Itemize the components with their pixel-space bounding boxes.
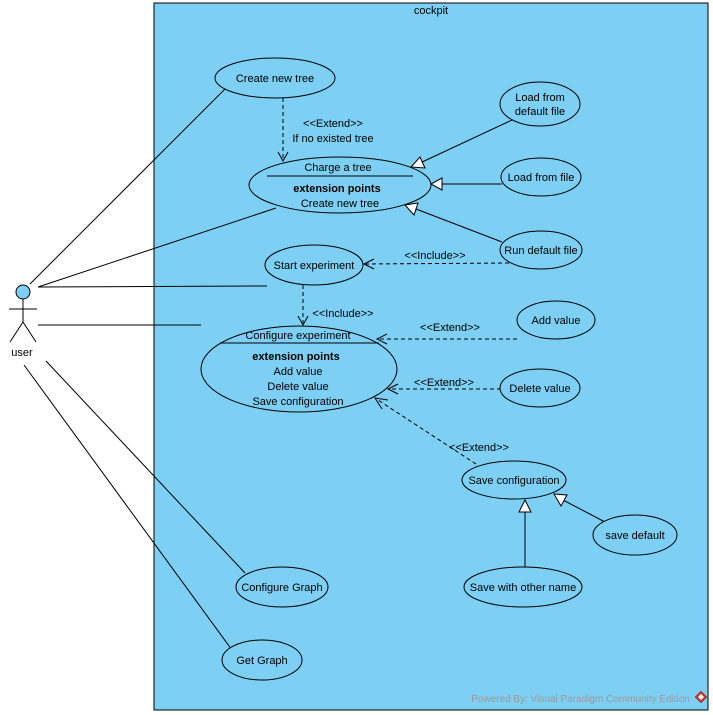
include-run-line [365,262,510,265]
svg-text:Configure Graph: Configure Graph [241,582,322,594]
gen-run-default-file [415,208,503,243]
usecase-load-from-default-file[interactable]: Load from default file [499,81,581,127]
svg-text:Run default file: Run default file [504,245,577,257]
svg-text:Create new tree: Create new tree [301,198,379,210]
svg-text:Create new tree: Create new tree [236,73,314,85]
extend-save-line [377,399,477,465]
usecase-delete-value[interactable]: Delete value [499,368,581,408]
svg-text:Save configuration: Save configuration [468,475,559,487]
usecase-configure-experiment[interactable]: Configure experiment extension points Ad… [200,325,398,413]
extend-condition-label: If no existed tree [292,133,373,145]
actor-user[interactable]: user [9,284,37,359]
svg-text:Charge a tree: Charge a tree [304,162,371,174]
extend-create-label: <<Extend>> [303,118,363,130]
usecase-save-configuration[interactable]: Save configuration [461,460,567,500]
assoc-charge-a-tree [37,207,277,288]
usecase-add-value[interactable]: Add value [516,300,596,340]
usecase-configure-graph[interactable]: Configure Graph [235,566,329,608]
svg-text:Delete value: Delete value [509,383,570,395]
usecase-get-graph[interactable]: Get Graph [221,639,303,681]
include-run-label: <<Include>> [404,250,465,262]
actor-head [15,284,31,300]
system-title: cockpit [414,5,448,17]
svg-text:Get Graph: Get Graph [236,655,287,667]
usecase-save-default[interactable]: save default [592,514,678,556]
visual-paradigm-logo-icon [694,690,708,704]
svg-text:Add value: Add value [532,315,581,327]
svg-text:Load from file: Load from file [508,172,575,184]
watermark-text: Powered By: Visual Paradigm Community Ed… [471,694,690,705]
gen-load-default-file [419,119,513,164]
svg-text:Load from: Load from [515,92,565,104]
assoc-configure-graph [45,360,246,574]
usecase-create-new-tree[interactable]: Create new tree [214,57,336,99]
gen-save-default [562,499,606,523]
usecase-save-with-other-name[interactable]: Save with other name [463,566,583,608]
assoc-start-experiment [37,285,268,288]
usecase-start-experiment[interactable]: Start experiment [264,244,364,286]
svg-text:extension points: extension points [293,183,380,195]
extend-add-label: <<Extend>> [420,322,480,334]
assoc-get-graph [23,364,233,651]
svg-text:Start experiment: Start experiment [274,260,355,272]
include-config-label: <<Include>> [312,308,373,320]
svg-text:Configure experiment: Configure experiment [245,330,350,342]
svg-text:Add value: Add value [274,366,323,378]
assoc-create-new-tree [29,88,226,285]
actor-label: user [11,347,33,359]
svg-text:save default: save default [605,530,664,542]
extend-save-label: <<Extend>> [449,442,509,454]
svg-text:Save configuration: Save configuration [252,396,343,408]
svg-text:extension points: extension points [252,351,339,363]
usecase-load-from-file[interactable]: Load from file [500,157,582,197]
usecase-charge-a-tree[interactable]: Charge a tree extension points Create ne… [248,156,432,214]
extend-delete-label: <<Extend>> [414,377,474,389]
svg-text:Save with other name: Save with other name [470,582,576,594]
svg-text:default file: default file [515,106,565,118]
usecase-run-default-file[interactable]: Run default file [499,230,583,270]
svg-text:Delete value: Delete value [267,381,328,393]
